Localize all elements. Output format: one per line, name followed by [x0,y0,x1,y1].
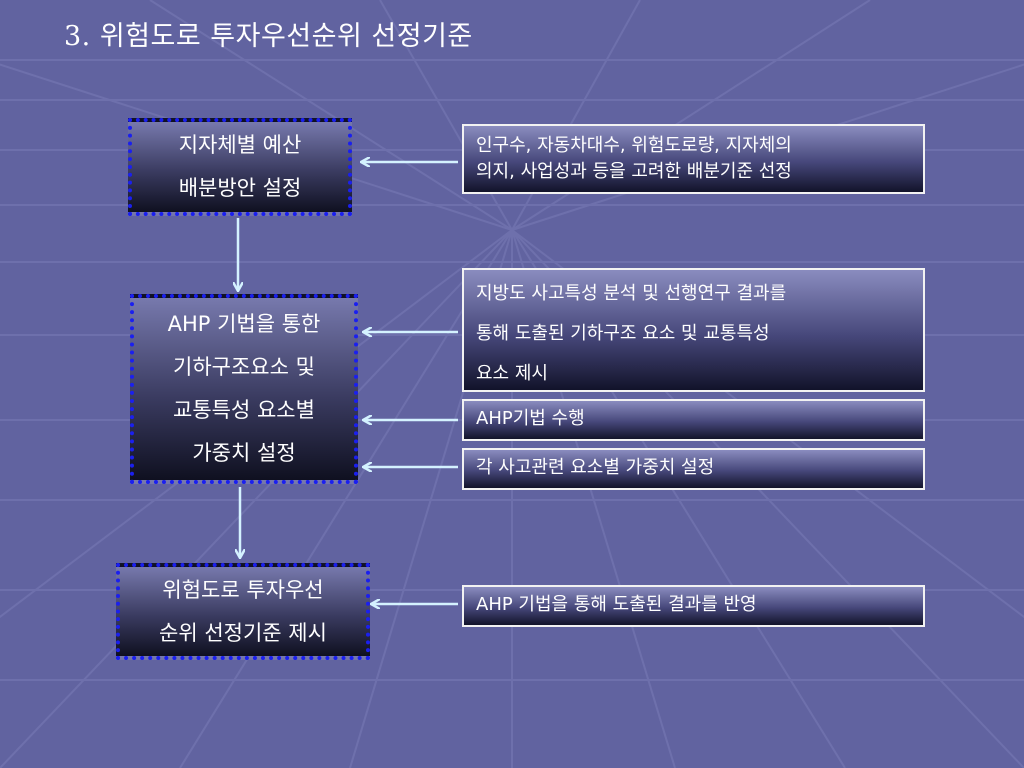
note-line: 통해 도출된 기하구조 요소 및 교통특성 [476,323,770,344]
step-line: 기하구조요소 및 [173,355,315,379]
note-line: 지방도 사고특성 분석 및 선행연구 결과를 [476,283,787,304]
step-priority-criteria: 위험도로 투자우선 순위 선정기준 제시 [116,563,370,660]
note-line: 요소 제시 [476,363,548,384]
step-line: AHP 기법을 통한 [167,312,321,336]
step-budget-allocation: 지자체별 예산 배분방안 설정 [128,118,352,216]
slide-title: 3. 위험도로 투자우선순위 선정기준 [64,21,473,52]
step-line: 위험도로 투자우선 [162,577,324,602]
step-line: 배분방안 설정 [178,176,302,200]
note-line: 의지, 사업성과 등을 고려한 배분기준 선정 [476,161,792,182]
note-line: AHP기법 수행 [476,408,585,429]
note-line: AHP 기법을 통해 도출된 결과를 반영 [476,594,757,615]
step-ahp-weighting: AHP 기법을 통한 기하구조요소 및 교통특성 요소별 가중치 설정 [130,294,358,484]
step-line: 교통특성 요소별 [173,398,315,422]
note-line: 각 사고관련 요소별 가중치 설정 [476,457,715,478]
step-line: 지자체별 예산 [178,133,302,157]
note-ahp-execution: AHP기법 수행 [462,399,925,441]
note-factor-derivation: 지방도 사고특성 분석 및 선행연구 결과를 통해 도출된 기하구조 요소 및 … [462,268,925,392]
step-line: 가중치 설정 [192,441,296,465]
note-factor-weights: 각 사고관련 요소별 가중치 설정 [462,448,925,490]
note-line: 인구수, 자동차대수, 위험도로량, 지자체의 [476,135,792,156]
note-allocation-criteria: 인구수, 자동차대수, 위험도로량, 지자체의 의지, 사업성과 등을 고려한 … [462,124,925,194]
note-ahp-result: AHP 기법을 통해 도출된 결과를 반영 [462,585,925,627]
step-line: 순위 선정기준 제시 [159,620,327,645]
